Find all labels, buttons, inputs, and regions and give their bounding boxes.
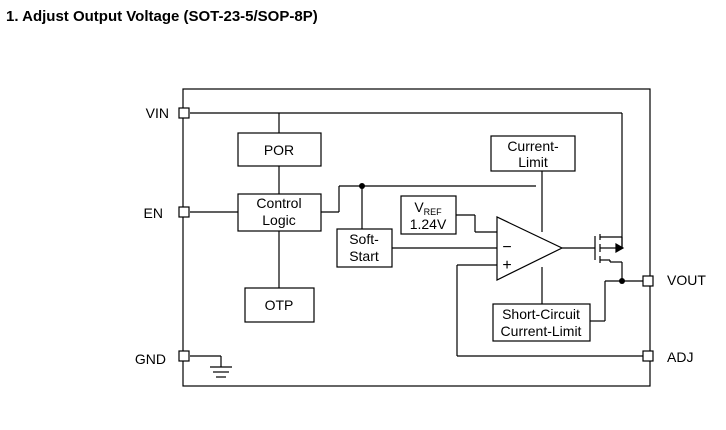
pin-label-adj: ADJ [667, 349, 693, 365]
junction-dot [359, 183, 365, 189]
vref-value: 1.24V [410, 216, 447, 232]
soft-start-block: Soft- Start [336, 228, 393, 268]
error-amplifier: − + [496, 216, 564, 281]
short-circuit-label-line1: Short-Circuit [502, 306, 580, 322]
page-title: 1. Adjust Output Voltage (SOT-23-5/SOP-8… [6, 8, 318, 25]
junction-dot [619, 278, 625, 284]
vref-symbol: V [414, 199, 424, 215]
current-limit-label-line2: Limit [518, 154, 548, 170]
soft-start-label-line2: Start [349, 248, 379, 264]
pin-vin [178, 107, 190, 119]
control-logic-label-line2: Logic [262, 212, 295, 228]
pin-label-vout: VOUT [667, 272, 706, 288]
pin-label-en: EN [144, 205, 163, 221]
control-logic-block: Control Logic [237, 193, 322, 232]
control-logic-label-line1: Control [256, 195, 301, 211]
wires [190, 112, 643, 378]
pin-label-gnd: GND [135, 351, 166, 367]
pmos-transistor [594, 234, 625, 263]
amp-plus-sign: + [502, 257, 511, 274]
otp-label: OTP [265, 297, 294, 313]
por-label: POR [264, 142, 294, 158]
por-block: POR [237, 132, 322, 167]
pin-gnd [178, 350, 190, 362]
current-limit-block: Current- Limit [490, 135, 576, 172]
soft-start-label-line1: Soft- [349, 231, 379, 247]
current-limit-label-line1: Current- [507, 138, 559, 154]
short-circuit-block: Short-Circuit Current-Limit [492, 303, 591, 342]
pin-label-vin: VIN [146, 105, 169, 121]
otp-block: OTP [244, 287, 315, 323]
short-circuit-label-line2: Current-Limit [501, 323, 582, 339]
pin-adj [642, 350, 654, 362]
amp-minus-sign: − [502, 239, 511, 256]
vref-subscript: REF [424, 207, 443, 217]
chip-outline [182, 88, 651, 387]
vref-block: VREF 1.24V [400, 195, 457, 235]
pin-en [178, 206, 190, 218]
pin-vout [642, 275, 654, 287]
vref-label: VREF [414, 199, 442, 217]
